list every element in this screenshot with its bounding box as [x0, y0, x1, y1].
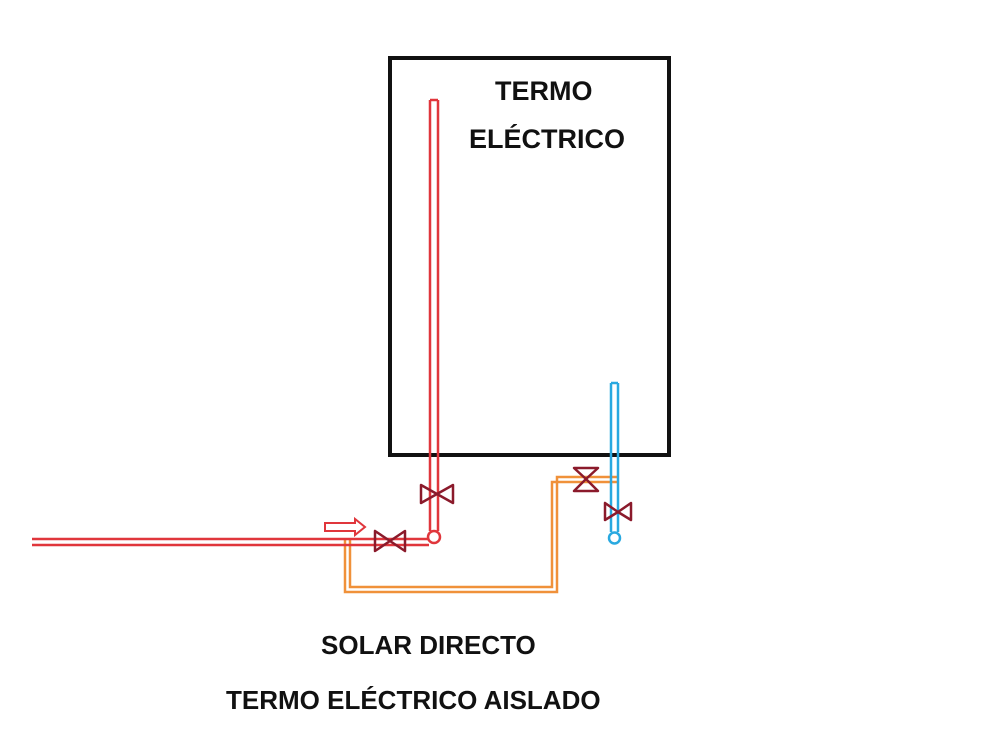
caption-line1: SOLAR DIRECTO	[321, 630, 536, 660]
hot-water-pipe	[32, 98, 442, 547]
solar-bypass-pipe	[343, 475, 617, 594]
valve-icon	[419, 483, 455, 505]
valve-icon	[572, 466, 600, 493]
tank-title-line2: ELÉCTRICO	[469, 124, 626, 154]
electric-water-heater-tank	[388, 56, 671, 457]
cold-water-pipe	[607, 381, 622, 545]
flow-arrow-icon	[324, 516, 367, 538]
caption-line2: TERMO ELÉCTRICO AISLADO	[226, 685, 601, 715]
valve-icon	[373, 529, 407, 553]
valve-icon	[603, 501, 633, 522]
tank-title-line1: TERMO	[495, 76, 593, 106]
